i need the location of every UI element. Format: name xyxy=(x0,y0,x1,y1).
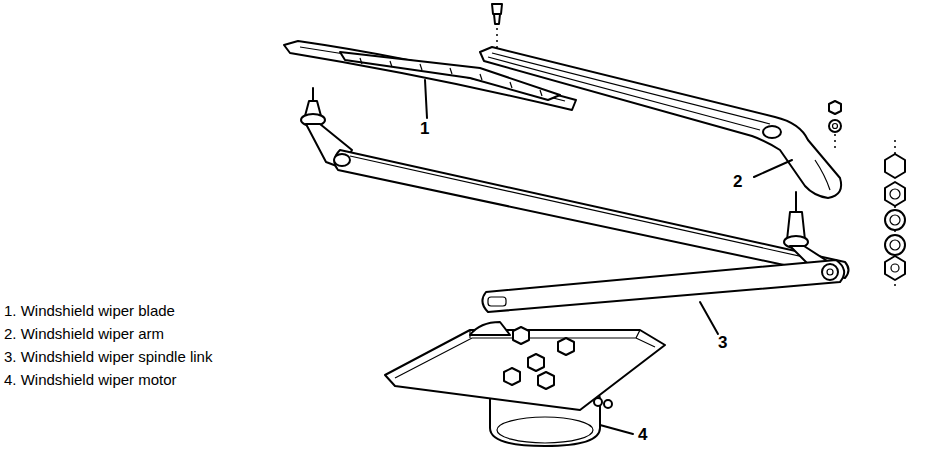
part-list-item: 2. Windshield wiper arm xyxy=(4,326,164,343)
callout-number: 4 xyxy=(638,426,647,445)
part-list-item: 3. Windshield wiper spindle link xyxy=(4,349,212,366)
motor-link xyxy=(482,260,844,312)
callout-number: 3 xyxy=(718,334,727,353)
left-spindle xyxy=(301,88,352,168)
part-list-item: 1. Windshield wiper blade xyxy=(4,303,175,320)
wiper-motor xyxy=(385,322,665,446)
nuts-washers xyxy=(829,101,905,290)
callout-number: 1 xyxy=(420,120,429,139)
callout-number: 2 xyxy=(733,173,742,192)
bolt xyxy=(492,4,502,48)
part-list-item: 4. Windshield wiper motor xyxy=(4,372,177,389)
spindle-link-bar xyxy=(334,150,849,278)
leader-lines xyxy=(425,80,792,434)
wiper-blade xyxy=(284,41,576,110)
wiper-arm xyxy=(480,47,841,198)
